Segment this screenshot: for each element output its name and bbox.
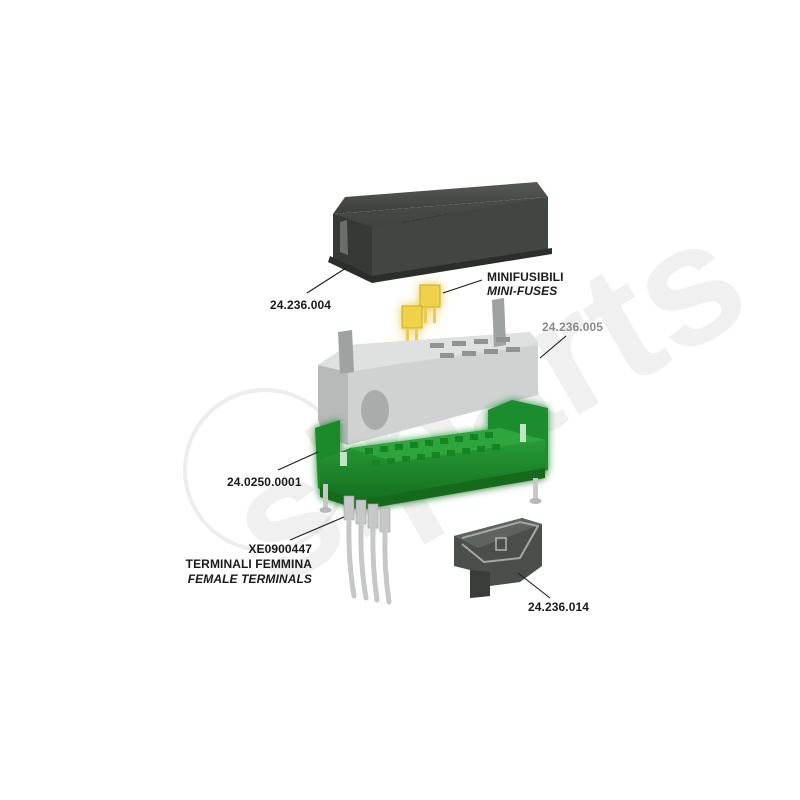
part-label-bracket: 24.236.014 xyxy=(528,600,590,614)
part-label-cover: 24.236.004 xyxy=(270,298,332,312)
part-label-minifuses-it: MINIFUSIBILI xyxy=(487,270,564,284)
female-terminals-part xyxy=(343,495,392,605)
cover-part: ~~ ~~~ ~~~~ ~ xyxy=(328,182,552,283)
fuse-holder-part xyxy=(318,298,538,445)
part-label-fuse-holder: 24.236.005 xyxy=(542,320,604,334)
terminal-block-part xyxy=(315,400,548,510)
part-label-terminal-block: 24.0250.0001 xyxy=(227,475,302,489)
part-label-minifuses-en: MINI-FUSES xyxy=(487,284,558,298)
part-label-terminals-en: FEMALE TERMINALS xyxy=(187,572,312,586)
leader-lines xyxy=(277,267,567,599)
bracket-part xyxy=(454,518,542,598)
mounting-pins xyxy=(319,478,542,513)
part-label-terminals-it: TERMINALI FEMMINA xyxy=(185,557,312,571)
part-label-terminals-code: XE0900447 xyxy=(248,542,312,556)
